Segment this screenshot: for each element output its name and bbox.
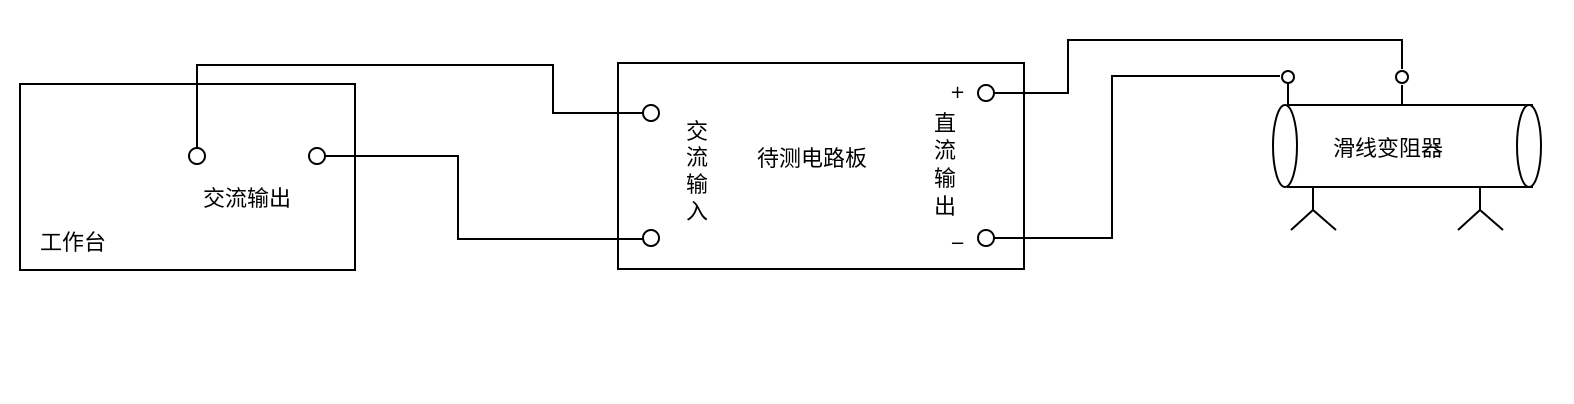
terminal-workbench-1 bbox=[188, 147, 206, 165]
dc-output-char: 出 bbox=[934, 195, 956, 220]
workbench-box bbox=[19, 83, 356, 271]
workbench: 工作台 交流输出 bbox=[19, 83, 356, 271]
dc-output-char: 直 bbox=[934, 112, 956, 137]
dc-output-char: 流 bbox=[934, 139, 956, 164]
terminal-dc-minus bbox=[977, 229, 995, 247]
ac-input-char: 输 bbox=[686, 173, 708, 198]
rheostat: 滑线变阻器 bbox=[1272, 104, 1542, 231]
ac-input-char: 流 bbox=[686, 146, 708, 171]
rheostat-right-end bbox=[1516, 104, 1542, 188]
rheostat-left-end bbox=[1272, 104, 1298, 188]
minus-sign: − bbox=[950, 233, 965, 254]
board-box bbox=[617, 62, 1025, 270]
circuit-board: 待测电路板 交 流 输 入 直 流 输 出 + − bbox=[617, 62, 1025, 270]
ac-output-label: 交流输出 bbox=[203, 187, 291, 212]
wire-ac-1 bbox=[196, 64, 643, 148]
plus-sign: + bbox=[950, 82, 965, 103]
rheostat-leg-foot bbox=[1457, 208, 1504, 231]
terminal-dc-plus bbox=[977, 84, 995, 102]
terminal-ac-in-2 bbox=[642, 229, 660, 247]
wire-dc-plus bbox=[994, 39, 1403, 94]
ac-input-char: 入 bbox=[686, 200, 708, 225]
rheostat-label: 滑线变阻器 bbox=[1333, 137, 1443, 162]
terminal-workbench-2 bbox=[308, 147, 326, 165]
terminal-rheostat-end bbox=[1281, 70, 1295, 84]
workbench-label: 工作台 bbox=[40, 231, 106, 256]
terminal-ac-in-1 bbox=[642, 104, 660, 122]
rheostat-leg-foot bbox=[1290, 208, 1337, 231]
wire-ac-2 bbox=[325, 155, 643, 240]
dc-output-char: 输 bbox=[934, 167, 956, 192]
ac-input-char: 交 bbox=[686, 120, 708, 145]
wire-dc-minus bbox=[994, 75, 1280, 239]
terminal-rheostat-slider bbox=[1395, 70, 1409, 84]
board-label: 待测电路板 bbox=[757, 147, 867, 172]
